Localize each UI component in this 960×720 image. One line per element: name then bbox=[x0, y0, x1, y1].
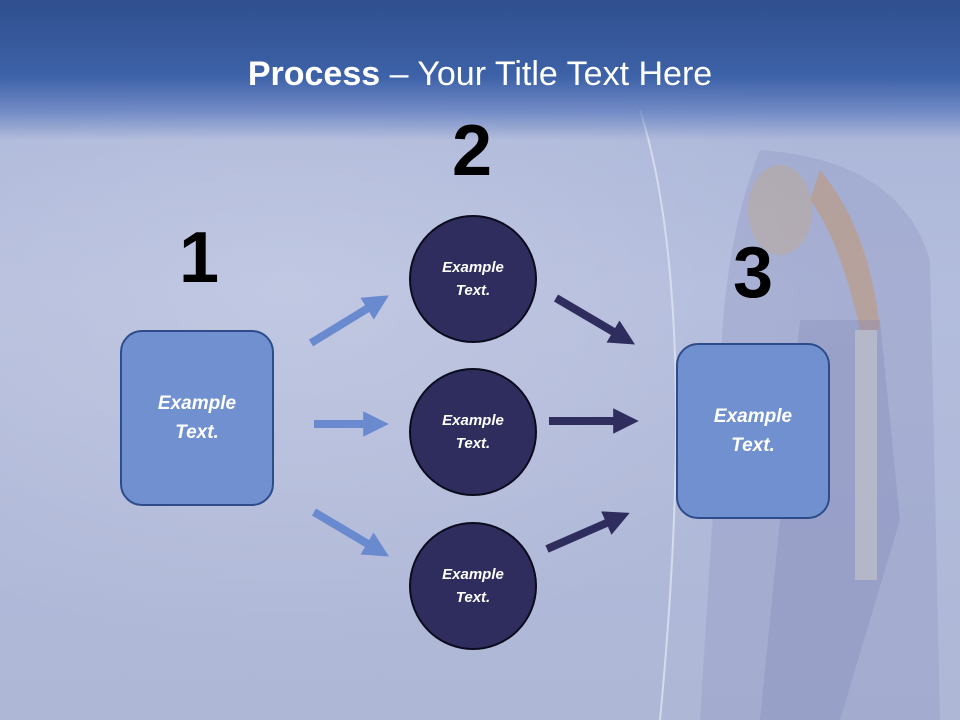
step-2-circle-middle[interactable]: Example Text. bbox=[409, 368, 537, 496]
arrow-box1-to-circle-bottom bbox=[311, 508, 390, 557]
circle-top-line2: Text. bbox=[455, 282, 491, 299]
step-number-3: 3 bbox=[732, 233, 774, 313]
circle-bottom-line2: Text. bbox=[455, 589, 491, 606]
step-3-box[interactable]: Example Text. bbox=[676, 343, 830, 519]
circle-bottom-line1: Example bbox=[442, 566, 504, 583]
title-bar bbox=[0, 0, 960, 140]
title-bold: Process bbox=[247, 55, 381, 93]
step-3-box-line2: Text. bbox=[731, 435, 775, 456]
step-1-box[interactable]: Example Text. bbox=[120, 330, 274, 506]
step-number-1: 1 bbox=[178, 218, 220, 298]
arrow-circle-bottom-to-box3 bbox=[545, 511, 630, 553]
slide-title: Process – Your Title Text Here bbox=[0, 52, 960, 96]
arrow-circle-top-to-box3 bbox=[553, 294, 636, 345]
circle-middle-line1: Example bbox=[442, 412, 504, 429]
step-2-circle-top[interactable]: Example Text. bbox=[409, 215, 537, 343]
step-3-box-line1: Example bbox=[713, 406, 793, 427]
step-1-box-line1: Example bbox=[157, 393, 237, 414]
circle-top-line1: Example bbox=[442, 259, 504, 276]
circle-middle-line2: Text. bbox=[455, 435, 491, 452]
step-number-2: 2 bbox=[451, 111, 493, 191]
step-1-box-line2: Text. bbox=[175, 422, 219, 443]
step-2-circle-bottom[interactable]: Example Text. bbox=[409, 522, 537, 650]
arrow-box1-to-circle-top bbox=[308, 295, 389, 347]
title-rest: – Your Title Text Here bbox=[380, 55, 713, 93]
